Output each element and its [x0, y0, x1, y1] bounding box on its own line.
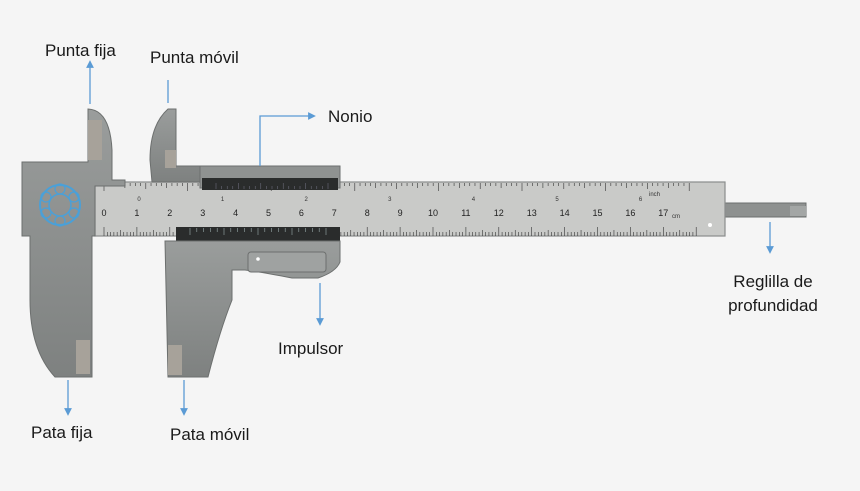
cm-number: 16: [625, 208, 635, 218]
inch-unit-label: inch: [649, 192, 660, 198]
inch-number: 4: [472, 197, 476, 203]
inch-number: 1: [221, 197, 225, 203]
depth-rod-tip: [790, 206, 806, 216]
cm-number: 15: [592, 208, 602, 218]
cm-number: 10: [428, 208, 438, 218]
cm-number: 0: [101, 208, 106, 218]
label-punta-fija: Punta fija: [45, 41, 116, 60]
label-pata-fija: Pata fija: [31, 423, 93, 442]
inch-number: 0: [137, 197, 141, 203]
inch-number: 5: [555, 197, 559, 203]
cm-number: 12: [494, 208, 504, 218]
label-punta-movil: Punta móvil: [150, 48, 239, 67]
cm-number: 13: [527, 208, 537, 218]
movable-leg-insert: [168, 345, 182, 375]
inch-number: 3: [388, 197, 392, 203]
fixed-jaw-body: [21, 108, 126, 378]
cm-number: 1: [134, 208, 139, 218]
label-reglilla-line1: Reglilla de: [733, 272, 813, 291]
inch-number: 6: [639, 197, 643, 203]
cm-scale-ticks: [103, 227, 697, 236]
cm-number: 4: [233, 208, 238, 218]
arrow-nonio: [259, 112, 316, 166]
cm-number: 11: [461, 208, 470, 218]
manufacturer-logo: [39, 183, 81, 227]
movable-upper-jaw: [149, 108, 201, 183]
cm-number: 7: [332, 208, 337, 218]
locking-screw: [256, 257, 260, 261]
beam-screw: [708, 223, 712, 227]
cm-number: 6: [299, 208, 304, 218]
label-impulsor: Impulsor: [278, 339, 344, 358]
cm-unit-label: cm: [672, 214, 680, 220]
cm-number: 17: [658, 208, 668, 218]
fixed-point-insert: [88, 120, 102, 160]
vernier-scale-ticks: [189, 183, 329, 235]
label-reglilla: Reglilla de profundidad: [712, 270, 834, 318]
label-nonio: Nonio: [328, 107, 373, 126]
cm-number: 5: [266, 208, 271, 218]
movable-point-insert: [165, 150, 176, 168]
inch-number: 2: [305, 197, 309, 203]
fixed-leg-insert: [76, 340, 90, 374]
label-reglilla-line2: profundidad: [728, 296, 818, 315]
cm-number: 9: [398, 208, 403, 218]
inch-scale-numbers: 0 1 2 3 4 5 6: [137, 197, 643, 203]
label-pata-movil: Pata móvil: [170, 425, 250, 444]
cm-number: 14: [560, 208, 570, 218]
cm-number: 8: [365, 208, 370, 218]
thumb-impulsor: [247, 251, 327, 273]
cm-number: 3: [200, 208, 205, 218]
inch-vernier-window: [202, 178, 338, 190]
cm-number: 2: [167, 208, 172, 218]
